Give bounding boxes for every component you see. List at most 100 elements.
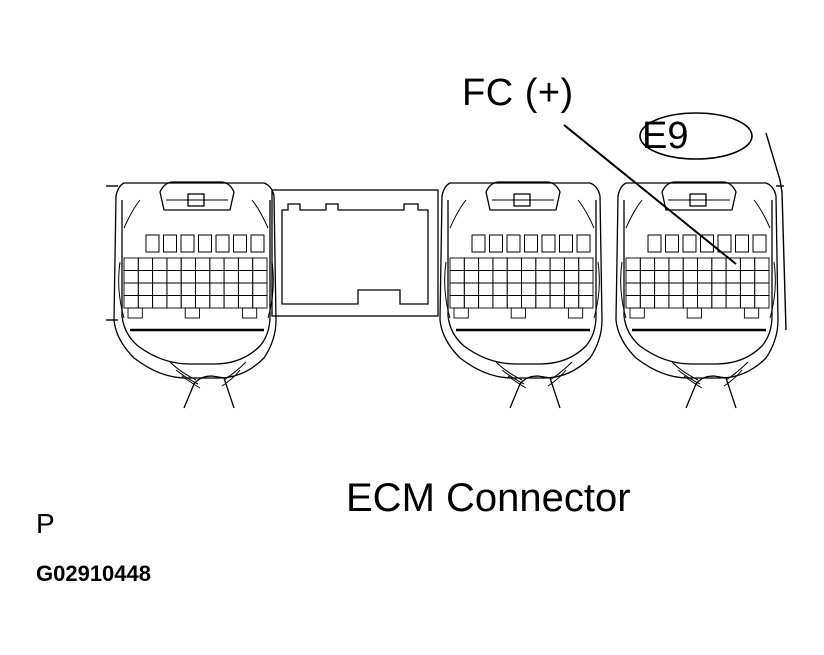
terminal-pin xyxy=(237,282,254,296)
terminal-pin xyxy=(639,282,656,296)
wire xyxy=(181,375,201,389)
top-pin xyxy=(647,234,662,253)
top-pin xyxy=(215,234,230,253)
terminal-pin xyxy=(625,257,641,271)
terminal-pin xyxy=(127,307,143,319)
terminal-pin xyxy=(166,295,182,309)
terminal-pin xyxy=(521,295,537,309)
wire xyxy=(169,361,197,381)
terminal-pin xyxy=(223,295,239,309)
terminal-pin xyxy=(682,257,698,271)
terminal-pin xyxy=(252,257,268,271)
wire xyxy=(671,361,699,381)
terminal-pin xyxy=(743,307,760,319)
middle-connector xyxy=(439,181,603,409)
terminal-pin xyxy=(549,257,565,271)
terminal-pin xyxy=(654,295,670,309)
terminal-pin xyxy=(682,282,698,296)
terminal-pin xyxy=(521,282,537,296)
terminal-pin xyxy=(654,257,670,271)
terminal-pin xyxy=(152,282,168,296)
terminal-pin xyxy=(195,257,211,271)
terminal-pin xyxy=(739,270,756,284)
terminal-pin xyxy=(697,282,713,296)
terminal-pin xyxy=(492,257,508,271)
wire xyxy=(175,369,199,385)
terminal-pin xyxy=(506,295,522,309)
top-pin xyxy=(180,234,195,253)
wire xyxy=(723,369,743,387)
terminal-pin xyxy=(578,282,594,296)
terminal-pin xyxy=(754,295,770,309)
connector-shell xyxy=(615,182,779,379)
connector-inner-shell xyxy=(623,200,773,365)
top-pin xyxy=(559,234,573,253)
terminal-pin xyxy=(449,295,465,309)
terminal-pin xyxy=(563,295,580,309)
terminal-pin xyxy=(578,270,594,284)
terminal-pin xyxy=(449,270,465,284)
terminal-pin xyxy=(237,257,254,271)
terminal-pin xyxy=(521,257,537,271)
wire-harness xyxy=(509,375,561,409)
terminal-pin xyxy=(463,282,480,296)
terminal-pin xyxy=(223,257,239,271)
top-pin xyxy=(682,234,697,253)
terminal-pin xyxy=(492,295,508,309)
top-pin xyxy=(717,234,732,253)
left-connector xyxy=(113,181,277,409)
terminal-pin xyxy=(686,307,702,319)
terminal-pin xyxy=(711,282,727,296)
top-pin xyxy=(198,234,212,253)
wire-harness xyxy=(685,375,737,409)
terminal-pin xyxy=(137,295,154,309)
terminal-pin xyxy=(668,257,684,271)
terminal-pin xyxy=(252,282,268,296)
terminal-pin xyxy=(492,282,508,296)
terminal-pin xyxy=(123,295,139,309)
terminal-pin xyxy=(668,295,684,309)
terminal-pin xyxy=(535,257,551,271)
terminal-pin xyxy=(209,270,225,284)
terminal-pin xyxy=(578,257,594,271)
top-pin xyxy=(541,234,556,253)
terminal-pin xyxy=(241,307,258,319)
connector-id-ellipse xyxy=(639,112,753,160)
top-pin xyxy=(489,234,503,253)
terminal-pin xyxy=(535,282,551,296)
terminal-pin xyxy=(137,257,154,271)
top-pin xyxy=(145,234,160,253)
right-connector xyxy=(615,181,779,409)
terminal-pin xyxy=(237,270,254,284)
terminal-pin xyxy=(754,282,770,296)
figure-code: G02910448 xyxy=(36,561,151,586)
terminal-pin xyxy=(563,257,580,271)
terminal-pin xyxy=(549,282,565,296)
terminal-pin xyxy=(725,282,741,296)
terminal-pin xyxy=(521,270,537,284)
top-pin xyxy=(665,234,679,253)
terminal-pin xyxy=(567,307,584,319)
terminal-pin xyxy=(697,295,713,309)
terminal-pin xyxy=(549,270,565,284)
terminal-pin xyxy=(654,270,670,284)
terminal-pin xyxy=(137,282,154,296)
top-pin xyxy=(700,234,714,253)
connector-shell xyxy=(113,182,277,379)
terminal-pin xyxy=(506,282,522,296)
top-pin xyxy=(524,234,538,253)
lock-tab xyxy=(485,181,561,211)
terminal-pin xyxy=(152,270,168,284)
terminal-pin xyxy=(754,257,770,271)
terminal-pin xyxy=(697,270,713,284)
terminal-pin xyxy=(654,282,670,296)
connector-inner-shell xyxy=(121,200,271,365)
terminal-pin xyxy=(725,295,741,309)
terminal-pin xyxy=(166,282,182,296)
blank-socket xyxy=(271,189,439,317)
lock-tab xyxy=(661,181,737,211)
terminal-pin xyxy=(463,257,480,271)
terminal-pin xyxy=(180,295,196,309)
wire xyxy=(221,369,241,387)
terminal-pin xyxy=(123,282,139,296)
